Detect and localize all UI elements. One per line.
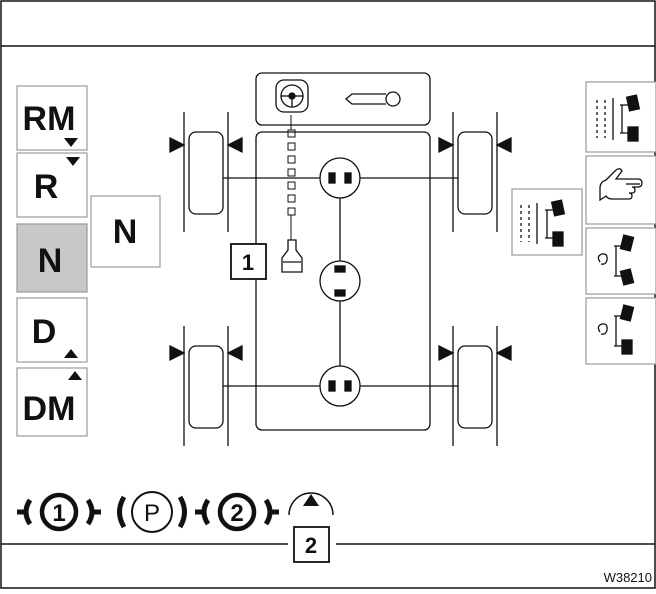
- brake-circuit-1-number: 1: [52, 500, 65, 527]
- road-steering-icon: [596, 94, 641, 142]
- selected-gear-highlight: [16, 223, 88, 293]
- current-gear-display: N: [90, 195, 161, 268]
- brake-circuit-1-icon: 1: [17, 492, 101, 532]
- drawing-reference: W38210: [604, 570, 652, 585]
- status-symbol-row: 1 P 2: [17, 491, 334, 533]
- current-gear-label: N: [113, 213, 138, 251]
- mode-button-manual-steering[interactable]: [585, 155, 656, 225]
- rear-axle-steering-icon: [597, 234, 635, 286]
- wheel-front-left: [169, 112, 243, 232]
- gear-label: R: [34, 168, 59, 206]
- parking-brake-icon: P: [117, 491, 187, 533]
- active-steering-mode-display: [511, 188, 583, 256]
- hand-icon: [599, 168, 643, 202]
- joystick-icon: [281, 239, 303, 273]
- gear-button-r[interactable]: R: [16, 152, 88, 218]
- ignition-key-icon: [344, 91, 401, 107]
- wheel-front-right: [438, 112, 512, 232]
- warning-triangle-icon: [288, 492, 334, 516]
- gear-selector: RM R N D DM: [16, 85, 88, 437]
- arrow-down-icon: [66, 157, 80, 166]
- arrow-up-icon: [64, 349, 78, 358]
- callout-2-label: 2: [305, 533, 317, 558]
- mode-button-road-steering[interactable]: [585, 81, 656, 153]
- gear-button-dm[interactable]: DM: [16, 367, 88, 437]
- parking-brake-letter: P: [144, 500, 160, 527]
- gear-label: D: [32, 313, 57, 351]
- steering-wheel-icon: [275, 79, 309, 113]
- gear-label: RM: [23, 100, 76, 138]
- center-differential-icon: [319, 260, 361, 302]
- steering-mode-panels: [511, 81, 656, 365]
- chassis: [255, 131, 431, 431]
- rear-axle-steering-icon: [597, 304, 635, 355]
- wheel-rear-right: [438, 326, 512, 446]
- brake-circuit-2-number: 2: [230, 500, 243, 527]
- mode-button-rear-steering-2[interactable]: [585, 297, 656, 365]
- steering-link: [287, 115, 296, 240]
- gear-button-d[interactable]: D: [16, 297, 88, 363]
- arrow-down-icon: [64, 138, 78, 147]
- arrow-up-icon: [68, 371, 82, 380]
- front-differential-icon: [319, 157, 361, 199]
- vehicle-top-view: [169, 72, 512, 446]
- gear-label: N: [38, 242, 63, 280]
- road-steering-icon: [520, 199, 566, 247]
- callout-1-label: 1: [242, 250, 254, 275]
- callout-2: 2: [293, 526, 330, 563]
- rear-differential-icon: [319, 365, 361, 407]
- mode-button-rear-steering-1[interactable]: [585, 227, 656, 295]
- cab: [255, 72, 431, 126]
- callout-1: 1: [230, 243, 267, 280]
- gear-label: DM: [23, 390, 76, 428]
- gear-button-rm[interactable]: RM: [16, 85, 88, 151]
- brake-circuit-2-icon: 2: [195, 492, 279, 532]
- wheel-rear-left: [169, 326, 243, 446]
- gear-button-n[interactable]: N: [16, 223, 88, 293]
